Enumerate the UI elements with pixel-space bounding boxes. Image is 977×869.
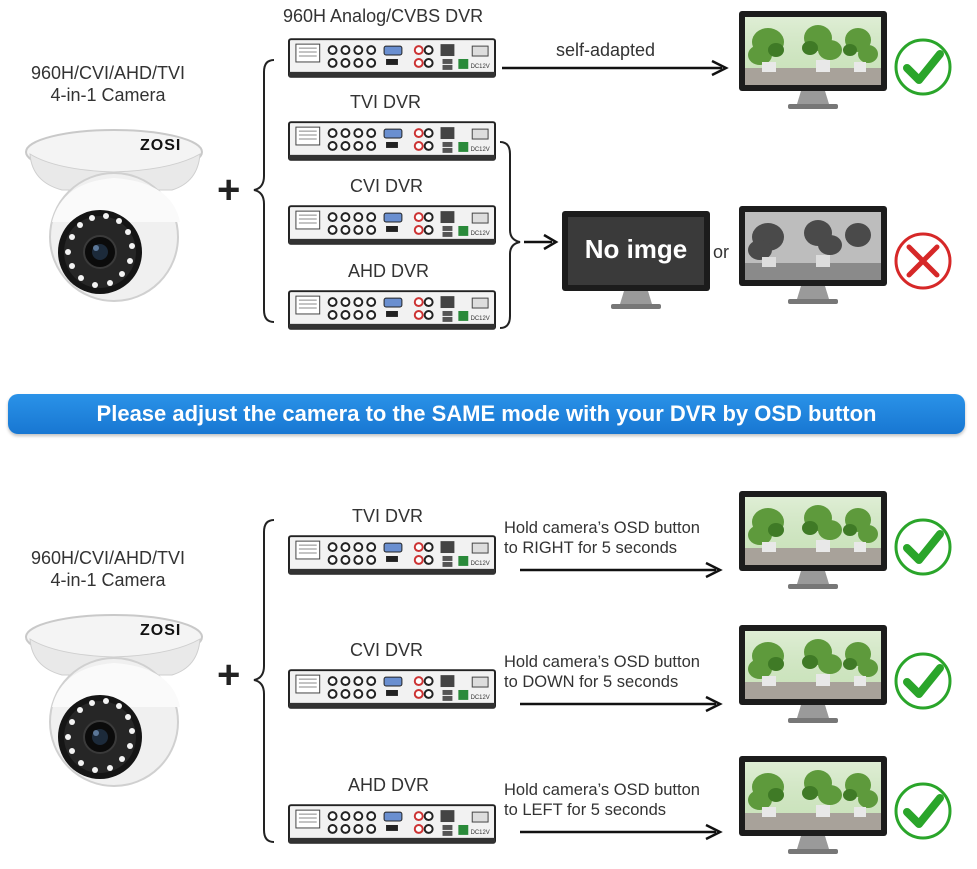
top-camera-label-line1: 960H/CVI/AHD/TVI — [30, 63, 186, 83]
row-instruction-line2: to LEFT for 5 seconds — [504, 801, 667, 819]
dvr-recorder-icon — [288, 121, 496, 161]
row-dvr-label: AHD DVR — [348, 775, 430, 795]
bottom-camera-label-line2: 4-in-1 Camera — [50, 570, 166, 590]
arrow-icon — [520, 695, 723, 713]
row-instruction-line1: Hold camera’s OSD button — [504, 781, 700, 799]
row-dvr-label: TVI DVR — [352, 506, 424, 526]
row-instruction-line2: to RIGHT for 5 seconds — [504, 539, 678, 557]
bottom-camera-brand: ZOSI — [140, 622, 182, 639]
dvr-recorder-icon — [288, 38, 496, 78]
top-camera-brand: ZOSI — [140, 137, 182, 154]
bottom-camera-label-line1: 960H/CVI/AHD/TVI — [30, 548, 186, 568]
row-instruction-line1: Hold camera’s OSD button — [504, 653, 700, 671]
self-adapted-label: self-adapted — [556, 40, 656, 60]
top-plus-sign: + — [217, 168, 241, 212]
row-instruction: Hold camera’s OSD button to LEFT for 5 s… — [504, 780, 700, 820]
dvr-cvi-label: CVI DVR — [350, 176, 424, 196]
bottom-brace-icon — [253, 519, 275, 843]
cross-icon — [893, 231, 953, 291]
dvr-tvi-label: TVI DVR — [350, 92, 422, 112]
row-instruction-line1: Hold camera’s OSD button — [504, 519, 700, 537]
checkmark-icon — [893, 517, 953, 577]
dvr-recorder-icon — [288, 804, 496, 844]
row-instruction: Hold camera’s OSD button to DOWN for 5 s… — [504, 652, 700, 692]
dvr-recorder-icon — [288, 669, 496, 709]
row-instruction-line2: to DOWN for 5 seconds — [504, 673, 679, 691]
camera-dome-icon — [22, 597, 212, 787]
row-dvr-label: CVI DVR — [350, 640, 424, 660]
dvr-recorder-icon — [288, 535, 496, 575]
monitor-icon — [738, 490, 888, 590]
top-camera-label-line2: 4-in-1 Camera — [50, 85, 166, 105]
arrow-icon — [502, 59, 729, 77]
dvr-analog-label: 960H Analog/CVBS DVR — [283, 6, 484, 26]
dvr-recorder-icon — [288, 290, 496, 330]
arrow-icon — [520, 561, 723, 579]
checkmark-icon — [893, 781, 953, 841]
no-image-text: No imge — [584, 234, 688, 264]
arrow-icon — [520, 823, 723, 841]
checkmark-icon — [893, 37, 953, 97]
monitor-icon — [738, 10, 888, 110]
monitor-icon — [738, 205, 888, 305]
dvr-recorder-icon — [288, 205, 496, 245]
row-instruction: Hold camera’s OSD button to RIGHT for 5 … — [504, 518, 700, 558]
monitor-icon — [738, 624, 888, 724]
top-camera-label: 960H/CVI/AHD/TVI 4-in-1 Camera — [18, 62, 198, 106]
bottom-camera-label: 960H/CVI/AHD/TVI 4-in-1 Camera — [18, 547, 198, 591]
arrow-icon — [524, 233, 559, 251]
dvr-ahd-label: AHD DVR — [348, 261, 430, 281]
instruction-banner: Please adjust the camera to the SAME mod… — [8, 394, 965, 434]
group-brace-icon — [499, 141, 521, 329]
top-brace-icon — [253, 59, 275, 323]
camera-dome-icon — [22, 112, 212, 302]
checkmark-icon — [893, 651, 953, 711]
monitor-icon — [738, 755, 888, 855]
bottom-plus-sign: + — [217, 653, 241, 697]
or-text: or — [713, 242, 730, 262]
